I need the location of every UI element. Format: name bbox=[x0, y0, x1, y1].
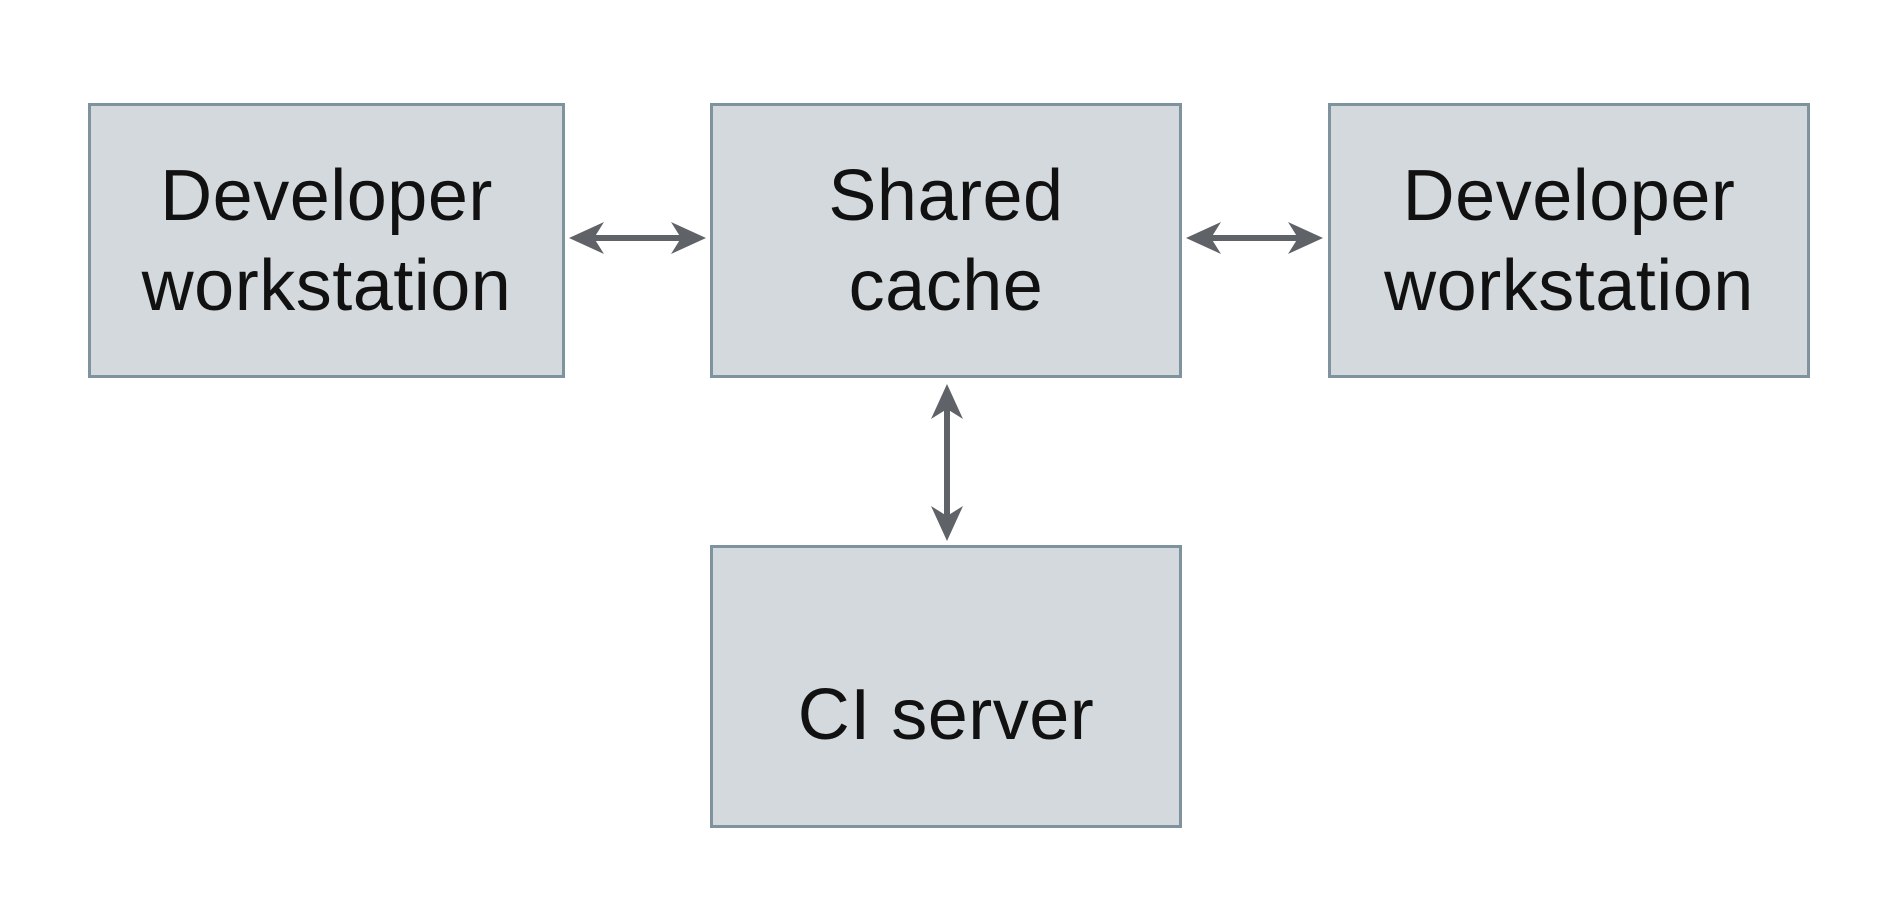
node-ci-server: CI server bbox=[710, 545, 1182, 828]
node-developer-workstation-right: Developer workstation bbox=[1328, 103, 1810, 378]
node-developer-workstation-left: Developer workstation bbox=[88, 103, 565, 378]
arrow-shared-cache-ci-server bbox=[931, 384, 963, 541]
arrow-workstation-left-shared-cache bbox=[569, 222, 706, 254]
arrow-shared-cache-workstation-right bbox=[1186, 222, 1323, 254]
node-label: Developer workstation bbox=[1384, 155, 1754, 326]
node-shared-cache: Shared cache bbox=[710, 103, 1182, 378]
node-label: CI server bbox=[797, 674, 1095, 755]
node-label: Shared cache bbox=[828, 155, 1064, 326]
node-label: Developer workstation bbox=[141, 155, 512, 326]
